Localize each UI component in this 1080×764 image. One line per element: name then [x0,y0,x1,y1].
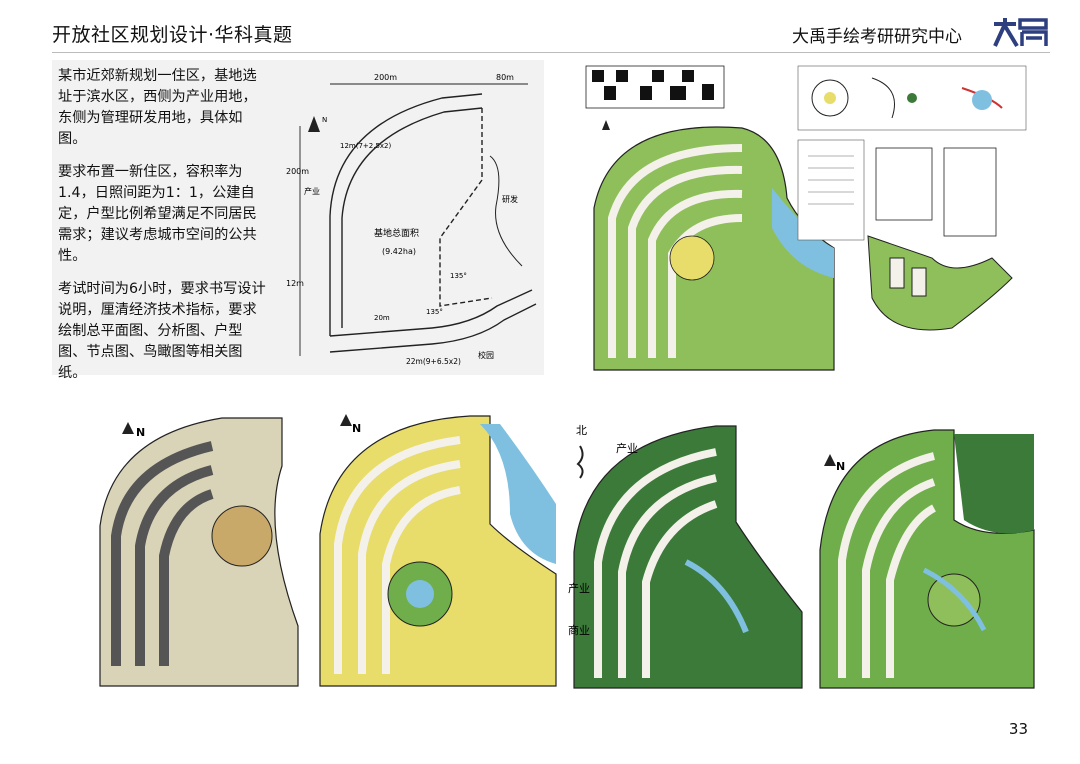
dim-left: 200m [286,167,309,176]
master-plan-3: 北 产业 产业 商业 [568,424,803,689]
area-value: (9.42ha) [382,247,416,256]
description-paragraph: 某市近郊新规划一住区，基地选址于滨水区，西侧为产业用地，东侧为管理研发用地，具体… [58,68,257,147]
header-divider [52,52,1050,53]
angle-label: 135° [450,272,467,280]
north-arrow-icon: N [122,422,145,439]
east-label: 研发 [502,194,518,204]
master-plan-1: N [99,417,299,687]
brand-logo [993,18,1048,48]
svg-text:N: N [136,426,145,439]
road-label: 12m(7+2.5x2) [340,142,392,150]
shang-ye-label: 商业 [568,623,590,637]
north-arrow-icon: N [340,414,361,435]
master-plan-top [585,65,1027,371]
campus-label: 校园 [478,350,494,360]
description-panel: 某市近郊新规划一住区，基地选址于滨水区，西侧为产业用地，东侧为管理研发用地，具体… [52,60,544,381]
svg-text:N: N [322,116,327,124]
dim-top-right: 80m [496,73,514,82]
description-paragraph: 要求布置一新住区，容积率为1.4，日照间距为1：1，公建自定，户型比例希望满足不… [58,164,257,264]
width-label: 20m [374,314,390,322]
chan-ye-label: 产业 [616,441,638,455]
master-plan-4: N [819,429,1035,689]
svg-text:N: N [836,460,845,473]
north-arrow-icon: N [308,116,327,132]
description-paragraph: 考试时间为6小时，要求书写设计说明，厘清经济技术指标，要求绘制总平面图、分析图、… [58,281,266,381]
site-sketch: 200m 80m 200m 12m 12m(7+2.5x2) 基地总面积 (9.… [286,73,537,366]
chan-ye-label: 产业 [568,581,590,595]
master-plan-2: N [319,414,557,687]
svg-text:N: N [352,422,361,435]
bottom-dim: 22m(9+6.5x2) [406,357,461,366]
north-arrow-icon: N [824,454,845,473]
dim-top: 200m [374,73,397,82]
west-label: 产业 [304,186,320,196]
bei-label: 北 [576,424,587,437]
dim-left-lower: 12m [286,279,304,288]
description-text: 某市近郊新规划一住区，基地选址于滨水区，西侧为产业用地，东侧为管理研发用地，具体… [58,66,266,396]
page-number: 33 [1008,720,1028,738]
page-title: 开放社区规划设计·华科真题 [52,24,293,46]
area-label: 基地总面积 [374,227,419,239]
angle-label: 135° [426,308,443,316]
brand-name: 大禹手绘考研研究中心 [792,27,962,47]
north-arrow-icon [602,120,610,130]
north-arrow-icon [576,445,584,479]
